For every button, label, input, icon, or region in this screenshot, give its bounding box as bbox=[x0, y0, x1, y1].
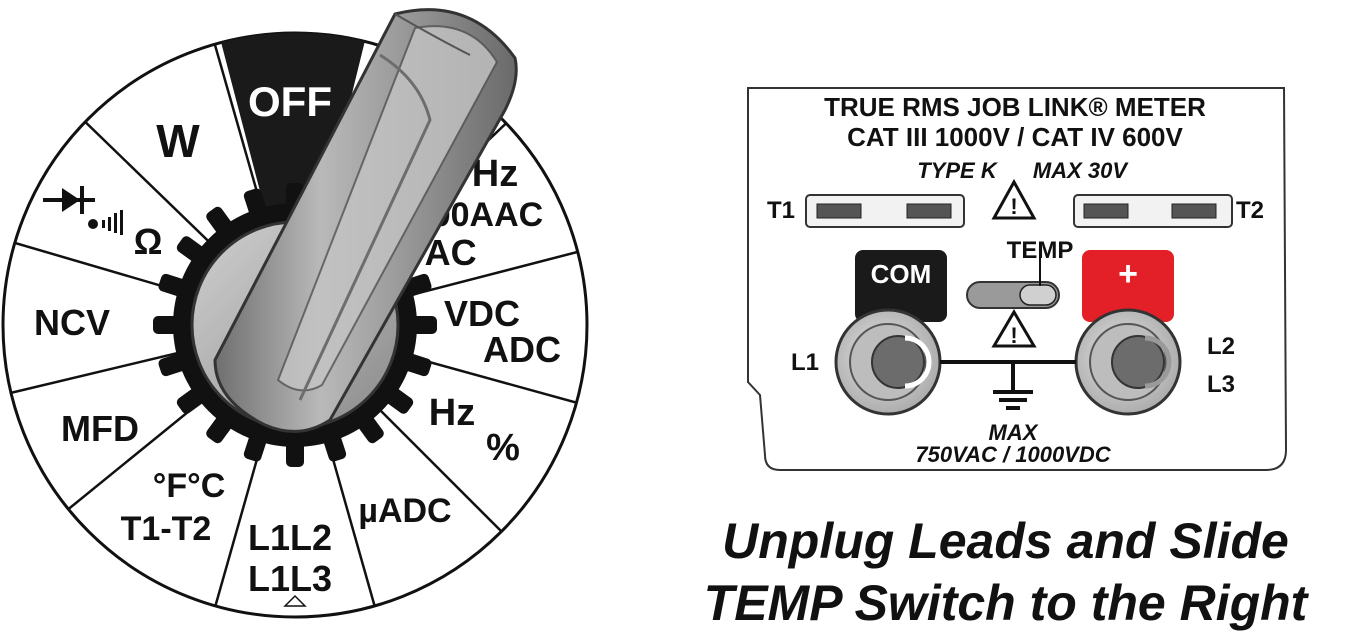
panel-title-line2: CAT III 1000V / CAT IV 600V bbox=[847, 122, 1183, 152]
panel-title-line1: TRUE RMS JOB LINK® METER bbox=[824, 92, 1206, 122]
knob-gear-tooth bbox=[407, 316, 437, 334]
instruction-line-2: TEMP Switch to the Right bbox=[703, 575, 1308, 631]
t2-socket[interactable] bbox=[1073, 194, 1233, 228]
max-label: MAX bbox=[989, 420, 1039, 445]
meter-panel: TRUE RMS JOB LINK® METER CAT III 1000V /… bbox=[747, 87, 1288, 471]
dial-label-l1l3: L1L3 bbox=[248, 558, 332, 599]
off-segment bbox=[210, 33, 375, 325]
max-rating-label: 750VAC / 1000VDC bbox=[915, 442, 1111, 467]
knob-gear-tooth bbox=[286, 437, 304, 467]
dial-label-vdc: VDC bbox=[444, 293, 520, 334]
warning-triangle-icon: ! bbox=[991, 178, 1037, 220]
knob-gear-tooth bbox=[158, 273, 190, 298]
com-label: COM bbox=[871, 259, 932, 289]
plus-jack[interactable] bbox=[1074, 308, 1182, 416]
knob-gear-tooth bbox=[176, 236, 208, 265]
dial-label-percent: % bbox=[486, 427, 520, 469]
svg-text:!: ! bbox=[1010, 323, 1017, 348]
knob-gear-tooth bbox=[355, 412, 384, 444]
svg-text:!: ! bbox=[1010, 194, 1017, 219]
instruction-line-1: Unplug Leads and Slide bbox=[722, 513, 1289, 569]
l1-label: L1 bbox=[791, 349, 819, 376]
diode-continuity-icon bbox=[43, 186, 123, 235]
dial-pointer-icon bbox=[283, 594, 307, 607]
t1-label: T1 bbox=[767, 197, 795, 224]
l2-label: L2 bbox=[1207, 333, 1235, 360]
dial-label-w: W bbox=[156, 115, 200, 167]
dial-label-off: OFF bbox=[248, 78, 332, 125]
dial-label-ohm: Ω bbox=[134, 221, 163, 262]
com-jack[interactable] bbox=[834, 308, 942, 416]
dial-label-t1t2: T1-T2 bbox=[121, 510, 212, 548]
type-k-label: TYPE K bbox=[917, 158, 999, 183]
plus-block bbox=[1082, 250, 1174, 322]
max-30v-label: MAX 30V bbox=[1033, 158, 1129, 183]
temp-slide-switch[interactable] bbox=[966, 258, 1060, 309]
rotary-dial: OFF W Hz 600AAC VAC VDC ADC Hz % µADC L1… bbox=[1, 8, 589, 619]
l3-label: L3 bbox=[1207, 371, 1235, 398]
knob-gear-tooth bbox=[206, 412, 235, 444]
plus-label: + bbox=[1118, 255, 1138, 293]
dial-label-mfd: MFD bbox=[61, 408, 139, 449]
warning-triangle-icon-2: ! bbox=[991, 309, 1037, 348]
knob-gear-tooth bbox=[153, 316, 183, 334]
dial-label-hz-pct: Hz bbox=[429, 392, 475, 434]
dial-label-l1l2: L1L2 bbox=[248, 517, 332, 558]
com-block bbox=[855, 250, 947, 322]
knob-gear-tooth bbox=[400, 352, 432, 377]
dial-label-hz-ac: Hz bbox=[472, 153, 518, 195]
selector-knob-handle[interactable] bbox=[213, 8, 518, 433]
knob-gear-tooth bbox=[322, 430, 347, 462]
ground-symbol-icon bbox=[940, 360, 1076, 410]
knob-gear-tooth bbox=[158, 352, 190, 377]
dial-label-ncv: NCV bbox=[34, 302, 110, 343]
knob-gear-tooth bbox=[243, 430, 268, 462]
t2-label: T2 bbox=[1236, 197, 1264, 224]
knob-gear-tooth bbox=[243, 188, 268, 220]
knob-gear-tooth bbox=[206, 206, 235, 238]
dial-label-temp-units: °F°C bbox=[153, 467, 226, 505]
knob-gear-tooth bbox=[176, 385, 208, 414]
dial-label-adc: ADC bbox=[483, 329, 561, 370]
dial-label-uadc: µADC bbox=[358, 492, 451, 530]
t1-socket[interactable] bbox=[805, 194, 965, 228]
knob-gear-tooth bbox=[382, 385, 414, 414]
